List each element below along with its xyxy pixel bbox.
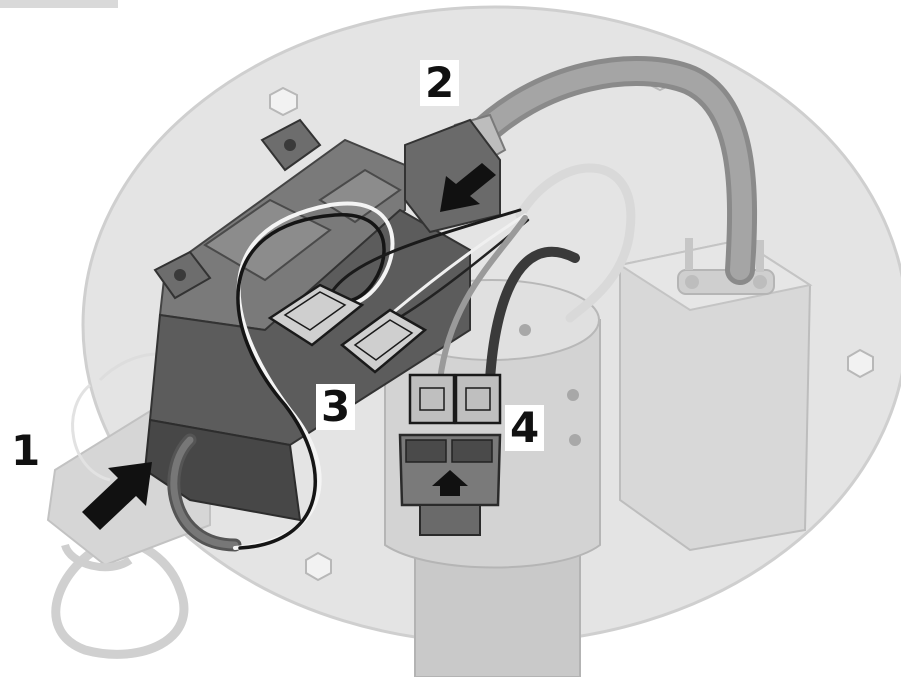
screw-top-left [270,88,297,115]
step-4-label: 4 [505,405,544,451]
step-3-label: 3 [316,384,355,430]
screw-right [848,350,873,377]
step-1-label: 1 [6,428,45,474]
plug-right [456,375,500,423]
screw-bottom-left [306,553,331,580]
plug-left [410,375,454,423]
right-junction-box [620,238,810,550]
plug-connectors [410,375,500,423]
corner-tab [0,0,118,8]
step-2-label: 2 [420,60,459,106]
